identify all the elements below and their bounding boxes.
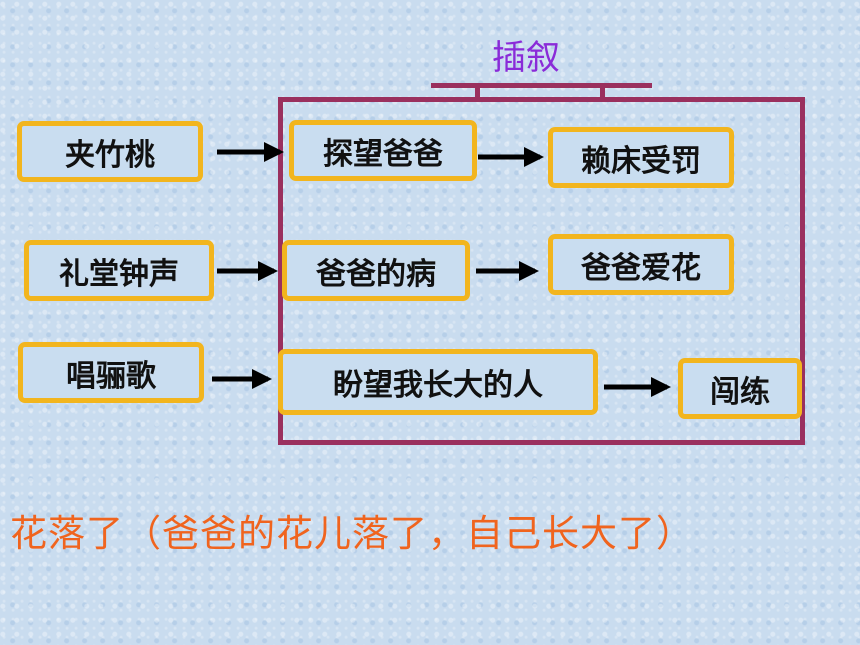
bracket-top xyxy=(431,83,652,88)
insert-narration-frame xyxy=(278,97,805,445)
insert-narration-label: 插叙 xyxy=(492,38,560,78)
box-tanwang-baba: 探望爸爸 xyxy=(289,120,477,181)
bracket-left-post xyxy=(475,83,480,101)
box-panwang-wo-zhangda-deren: 盼望我长大的人 xyxy=(278,349,598,415)
box-baba-debing: 爸爸的病 xyxy=(282,240,470,301)
box-baba-aihua: 爸爸爱花 xyxy=(548,234,734,295)
box-laichuang-shoufa: 赖床受罚 xyxy=(548,127,734,188)
conclusion-text: 花落了（爸爸的花儿落了，自己长大了） xyxy=(10,512,694,555)
box-jiazhutao: 夹竹桃 xyxy=(17,121,203,182)
box-chuanglian: 闯练 xyxy=(678,358,802,419)
box-chang-lige: 唱骊歌 xyxy=(18,342,204,403)
box-litang-zhongsheng: 礼堂钟声 xyxy=(24,240,214,301)
bracket-right-post xyxy=(600,83,605,101)
